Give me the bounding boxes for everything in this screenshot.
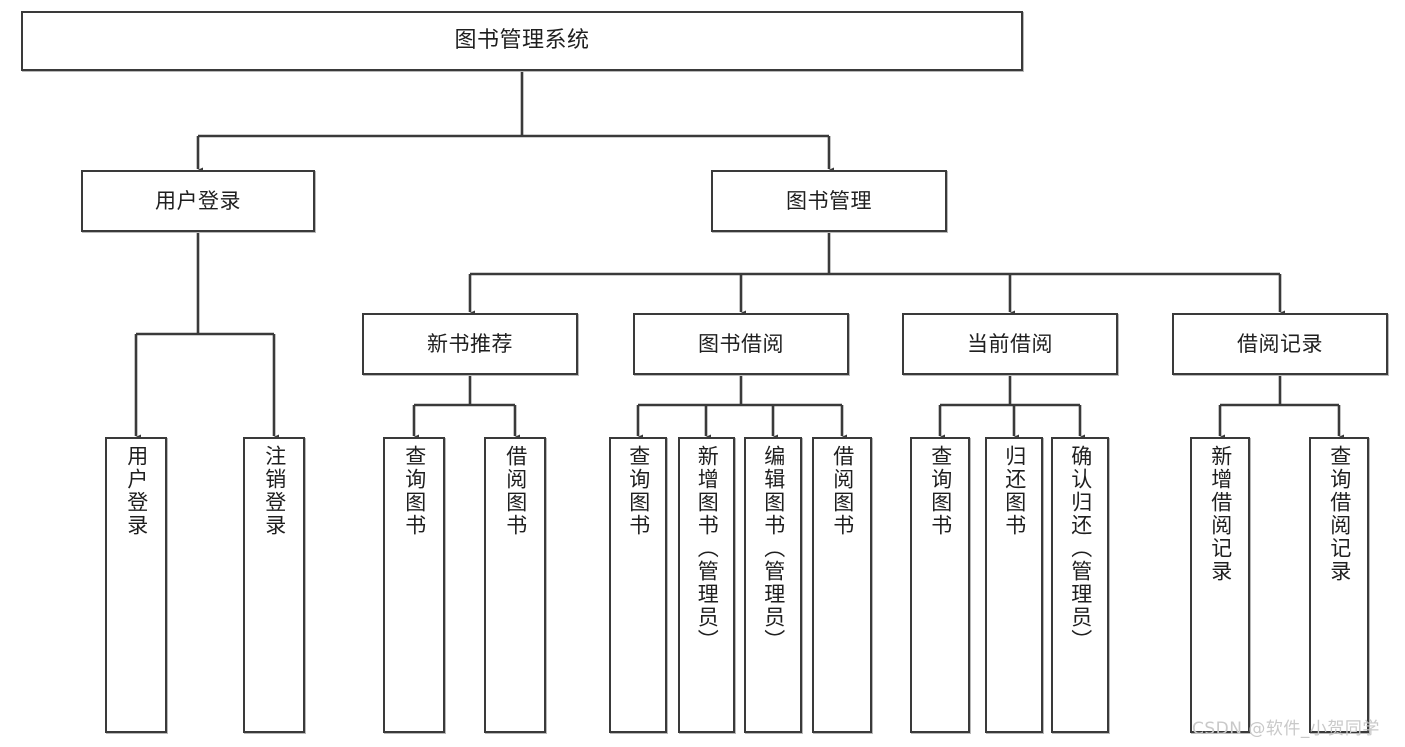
arrow-group (131, 136, 1344, 444)
node-leaf-query-book-3-label: 查询图书 (928, 445, 953, 537)
node-leaf-query-record-label: 查询借阅记录 (1327, 445, 1352, 583)
node-leaf-confirm-return[interactable]: 确认归还（管理员） (1051, 437, 1109, 733)
node-leaf-user-logout[interactable]: 注销登录 (243, 437, 305, 733)
node-current-borrow[interactable]: 当前借阅 (902, 313, 1118, 375)
node-leaf-edit-book[interactable]: 编辑图书（管理员） (744, 437, 802, 733)
node-book-manage-label: 图书管理 (786, 188, 872, 213)
node-user-login-label: 用户登录 (155, 188, 241, 213)
node-root[interactable]: 图书管理系统 (21, 11, 1023, 71)
node-leaf-add-record[interactable]: 新增借阅记录 (1190, 437, 1250, 733)
node-leaf-user-login[interactable]: 用户登录 (105, 437, 167, 733)
node-new-book-rec-label: 新书推荐 (427, 331, 513, 356)
node-leaf-user-login-label: 用户登录 (124, 445, 149, 537)
node-leaf-add-record-label: 新增借阅记录 (1208, 445, 1233, 583)
node-leaf-add-book[interactable]: 新增图书（管理员） (678, 437, 735, 733)
node-leaf-borrow-book-2[interactable]: 借阅图书 (812, 437, 872, 733)
watermark: CSDN @软件_小贺同学 (1192, 719, 1380, 739)
node-root-label: 图书管理系统 (454, 28, 590, 54)
bus-line-group (136, 71, 1339, 407)
node-leaf-query-record[interactable]: 查询借阅记录 (1309, 437, 1369, 733)
node-leaf-query-book-2[interactable]: 查询图书 (609, 437, 667, 733)
node-borrow-record-label: 借阅记录 (1237, 331, 1323, 356)
node-leaf-edit-book-label: 编辑图书（管理员） (761, 445, 786, 652)
node-leaf-query-book-1-label: 查询图书 (402, 445, 427, 537)
node-leaf-query-book-1[interactable]: 查询图书 (383, 437, 445, 733)
node-leaf-return-book-label: 归还图书 (1002, 445, 1027, 537)
node-borrow-record[interactable]: 借阅记录 (1172, 313, 1388, 375)
node-leaf-return-book[interactable]: 归还图书 (985, 437, 1043, 733)
node-book-borrow-label: 图书借阅 (698, 331, 784, 356)
node-leaf-query-book-2-label: 查询图书 (626, 445, 651, 537)
node-leaf-borrow-book-1[interactable]: 借阅图书 (484, 437, 546, 733)
node-user-login[interactable]: 用户登录 (81, 170, 315, 232)
node-book-manage[interactable]: 图书管理 (711, 170, 947, 232)
node-leaf-borrow-book-2-label: 借阅图书 (830, 445, 855, 537)
node-leaf-borrow-book-1-label: 借阅图书 (503, 445, 528, 537)
node-leaf-confirm-return-label: 确认归还（管理员） (1068, 445, 1093, 652)
node-book-borrow[interactable]: 图书借阅 (633, 313, 849, 375)
node-leaf-user-logout-label: 注销登录 (262, 445, 287, 537)
node-leaf-add-book-label: 新增图书（管理员） (695, 445, 720, 652)
node-leaf-query-book-3[interactable]: 查询图书 (910, 437, 970, 733)
node-new-book-rec[interactable]: 新书推荐 (362, 313, 578, 375)
node-current-borrow-label: 当前借阅 (967, 331, 1053, 356)
